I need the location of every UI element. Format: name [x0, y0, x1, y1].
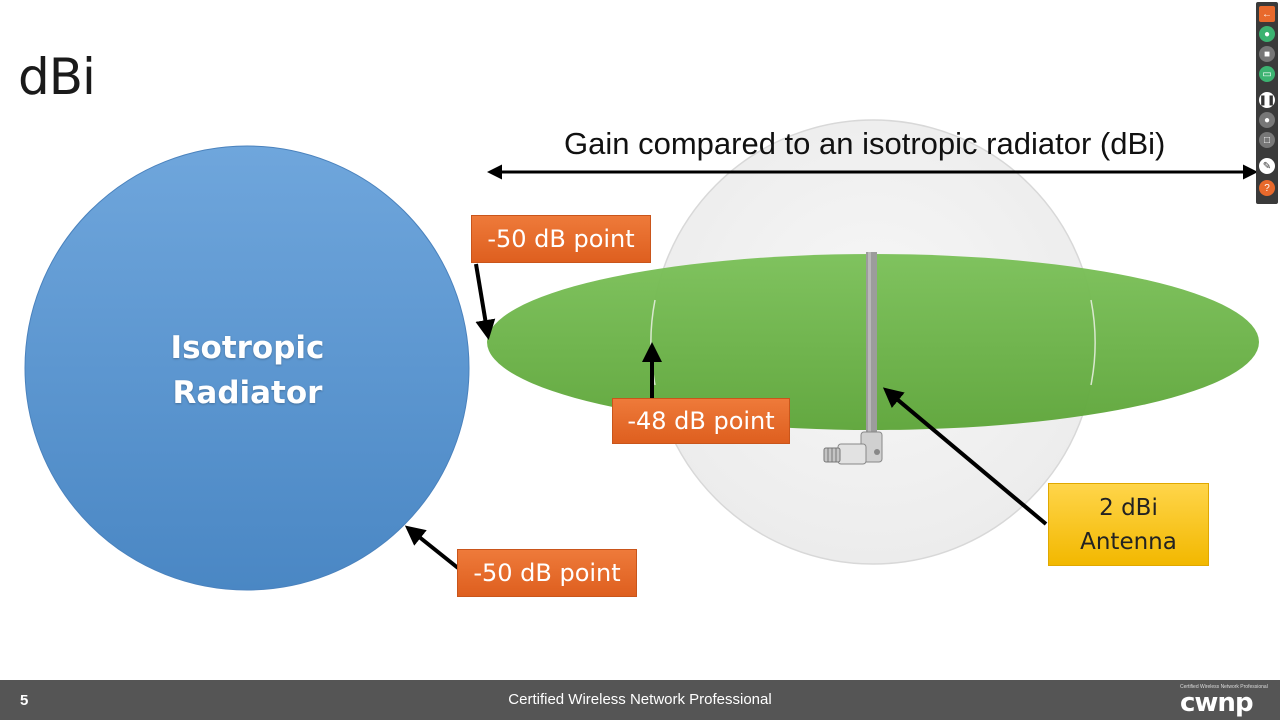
slide-footer: 5 Certified Wireless Network Professiona… [0, 680, 1280, 720]
gain-label: Gain compared to an isotropic radiator (… [564, 126, 1166, 161]
screen-share-icon[interactable]: ▭ [1259, 66, 1275, 82]
mouse-icon[interactable]: ● [1259, 112, 1275, 128]
help-icon[interactable]: ? [1259, 180, 1275, 196]
presenter-toolbar: ← ● ■ ▭ ❚❚ ● □ ✎ ? [1256, 2, 1278, 204]
callout-top-50db: -50 dB point [471, 215, 651, 263]
page-number: 5 [20, 692, 29, 709]
slide-title: dBi [18, 48, 96, 106]
isotropic-radiator-label: Isotropic Radiator [150, 326, 345, 416]
pause-icon[interactable]: ❚❚ [1259, 92, 1275, 108]
top-callout-arrow [474, 263, 496, 340]
radiator-label-line1: Isotropic [170, 330, 325, 366]
callout-mid-48db: -48 dB point [612, 398, 790, 444]
antenna-label-line1: 2 dBi [1099, 494, 1158, 521]
chat-icon[interactable]: □ [1259, 132, 1275, 148]
camera-icon[interactable]: ■ [1259, 46, 1275, 62]
radiator-label-line2: Radiator [172, 375, 323, 411]
callout-bottom-50db: -50 dB point [457, 549, 637, 597]
logo-wordmark: cwnp [1180, 688, 1254, 718]
callout-antenna-2dbi: 2 dBi Antenna [1048, 483, 1209, 566]
isotropic-radiator-circle [24, 145, 470, 591]
antenna-graphic [823, 252, 883, 465]
footer-text: Certified Wireless Network Professional [508, 691, 772, 708]
bottom-callout-arrow [404, 525, 460, 570]
cwnp-logo: Certified Wireless Network Professional … [1180, 682, 1268, 718]
pen-icon[interactable]: ✎ [1259, 158, 1275, 174]
antenna-callout-arrow [882, 387, 1048, 526]
antenna-label-line2: Antenna [1080, 528, 1177, 555]
microphone-icon[interactable]: ● [1259, 26, 1275, 42]
back-arrow-icon[interactable]: ← [1259, 6, 1275, 22]
diagram-canvas [24, 119, 1259, 591]
logo-tagline: Certified Wireless Network Professional [1180, 684, 1268, 690]
